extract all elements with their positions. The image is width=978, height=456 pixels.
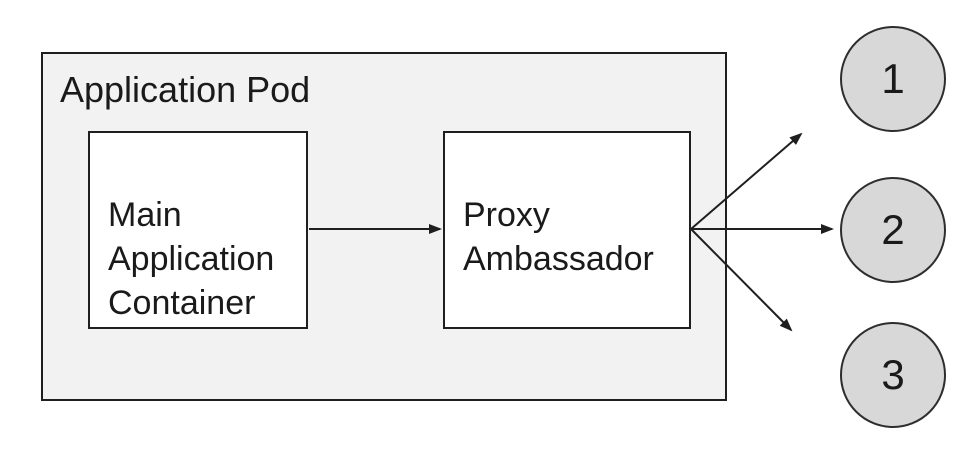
node-proxy-ambassador: Proxy Ambassador (443, 131, 691, 329)
endpoint-circle-2: 2 (840, 177, 946, 283)
node-main-application-container: Main Application Container (88, 131, 308, 329)
endpoint-circle-2-label: 2 (881, 206, 905, 253)
endpoint-circle-3-label: 3 (881, 351, 905, 398)
endpoint-circle-3: 3 (840, 322, 946, 428)
endpoint-circle-1: 1 (840, 26, 946, 132)
application-pod-label: Application Pod (60, 69, 311, 110)
node-main-application-container-label: Main Application Container (108, 195, 275, 322)
endpoint-circle-1-label: 1 (881, 55, 905, 102)
node-proxy-ambassador-label: Proxy Ambassador (463, 195, 654, 278)
